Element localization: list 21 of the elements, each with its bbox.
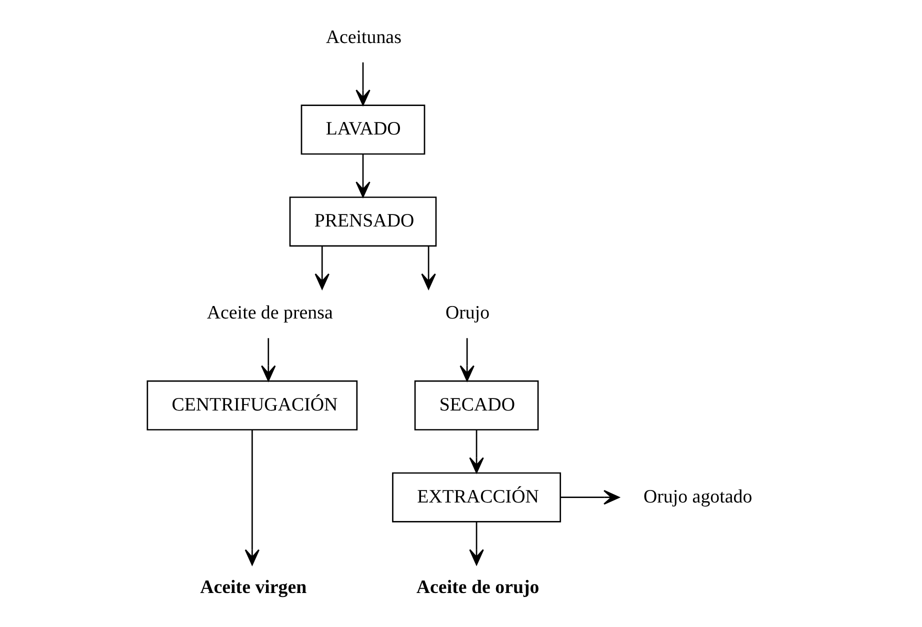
arrow — [356, 62, 370, 106]
arrow — [469, 522, 484, 566]
node-text: Aceite virgen — [200, 576, 307, 598]
node-box: SECADO — [414, 380, 539, 430]
node-text: Orujo agotado — [643, 486, 752, 508]
node-box: LAVADO — [300, 104, 426, 155]
node-text: Aceite de orujo — [416, 576, 540, 598]
node-text: Orujo — [445, 302, 490, 324]
arrow — [314, 246, 330, 290]
arrow — [356, 154, 370, 198]
node-box: CENTRIFUGACIÓN — [146, 380, 358, 430]
node-text: Aceitunas — [326, 26, 402, 48]
arrow — [261, 338, 276, 382]
node-box: PRENSADO — [289, 196, 437, 247]
arrow — [560, 490, 620, 505]
arrow — [469, 430, 484, 474]
arrow — [421, 246, 436, 290]
node-text: Aceite de prensa — [206, 302, 333, 324]
arrow — [244, 430, 260, 566]
arrow — [460, 338, 474, 382]
node-box: EXTRACCIÓN — [392, 472, 562, 522]
